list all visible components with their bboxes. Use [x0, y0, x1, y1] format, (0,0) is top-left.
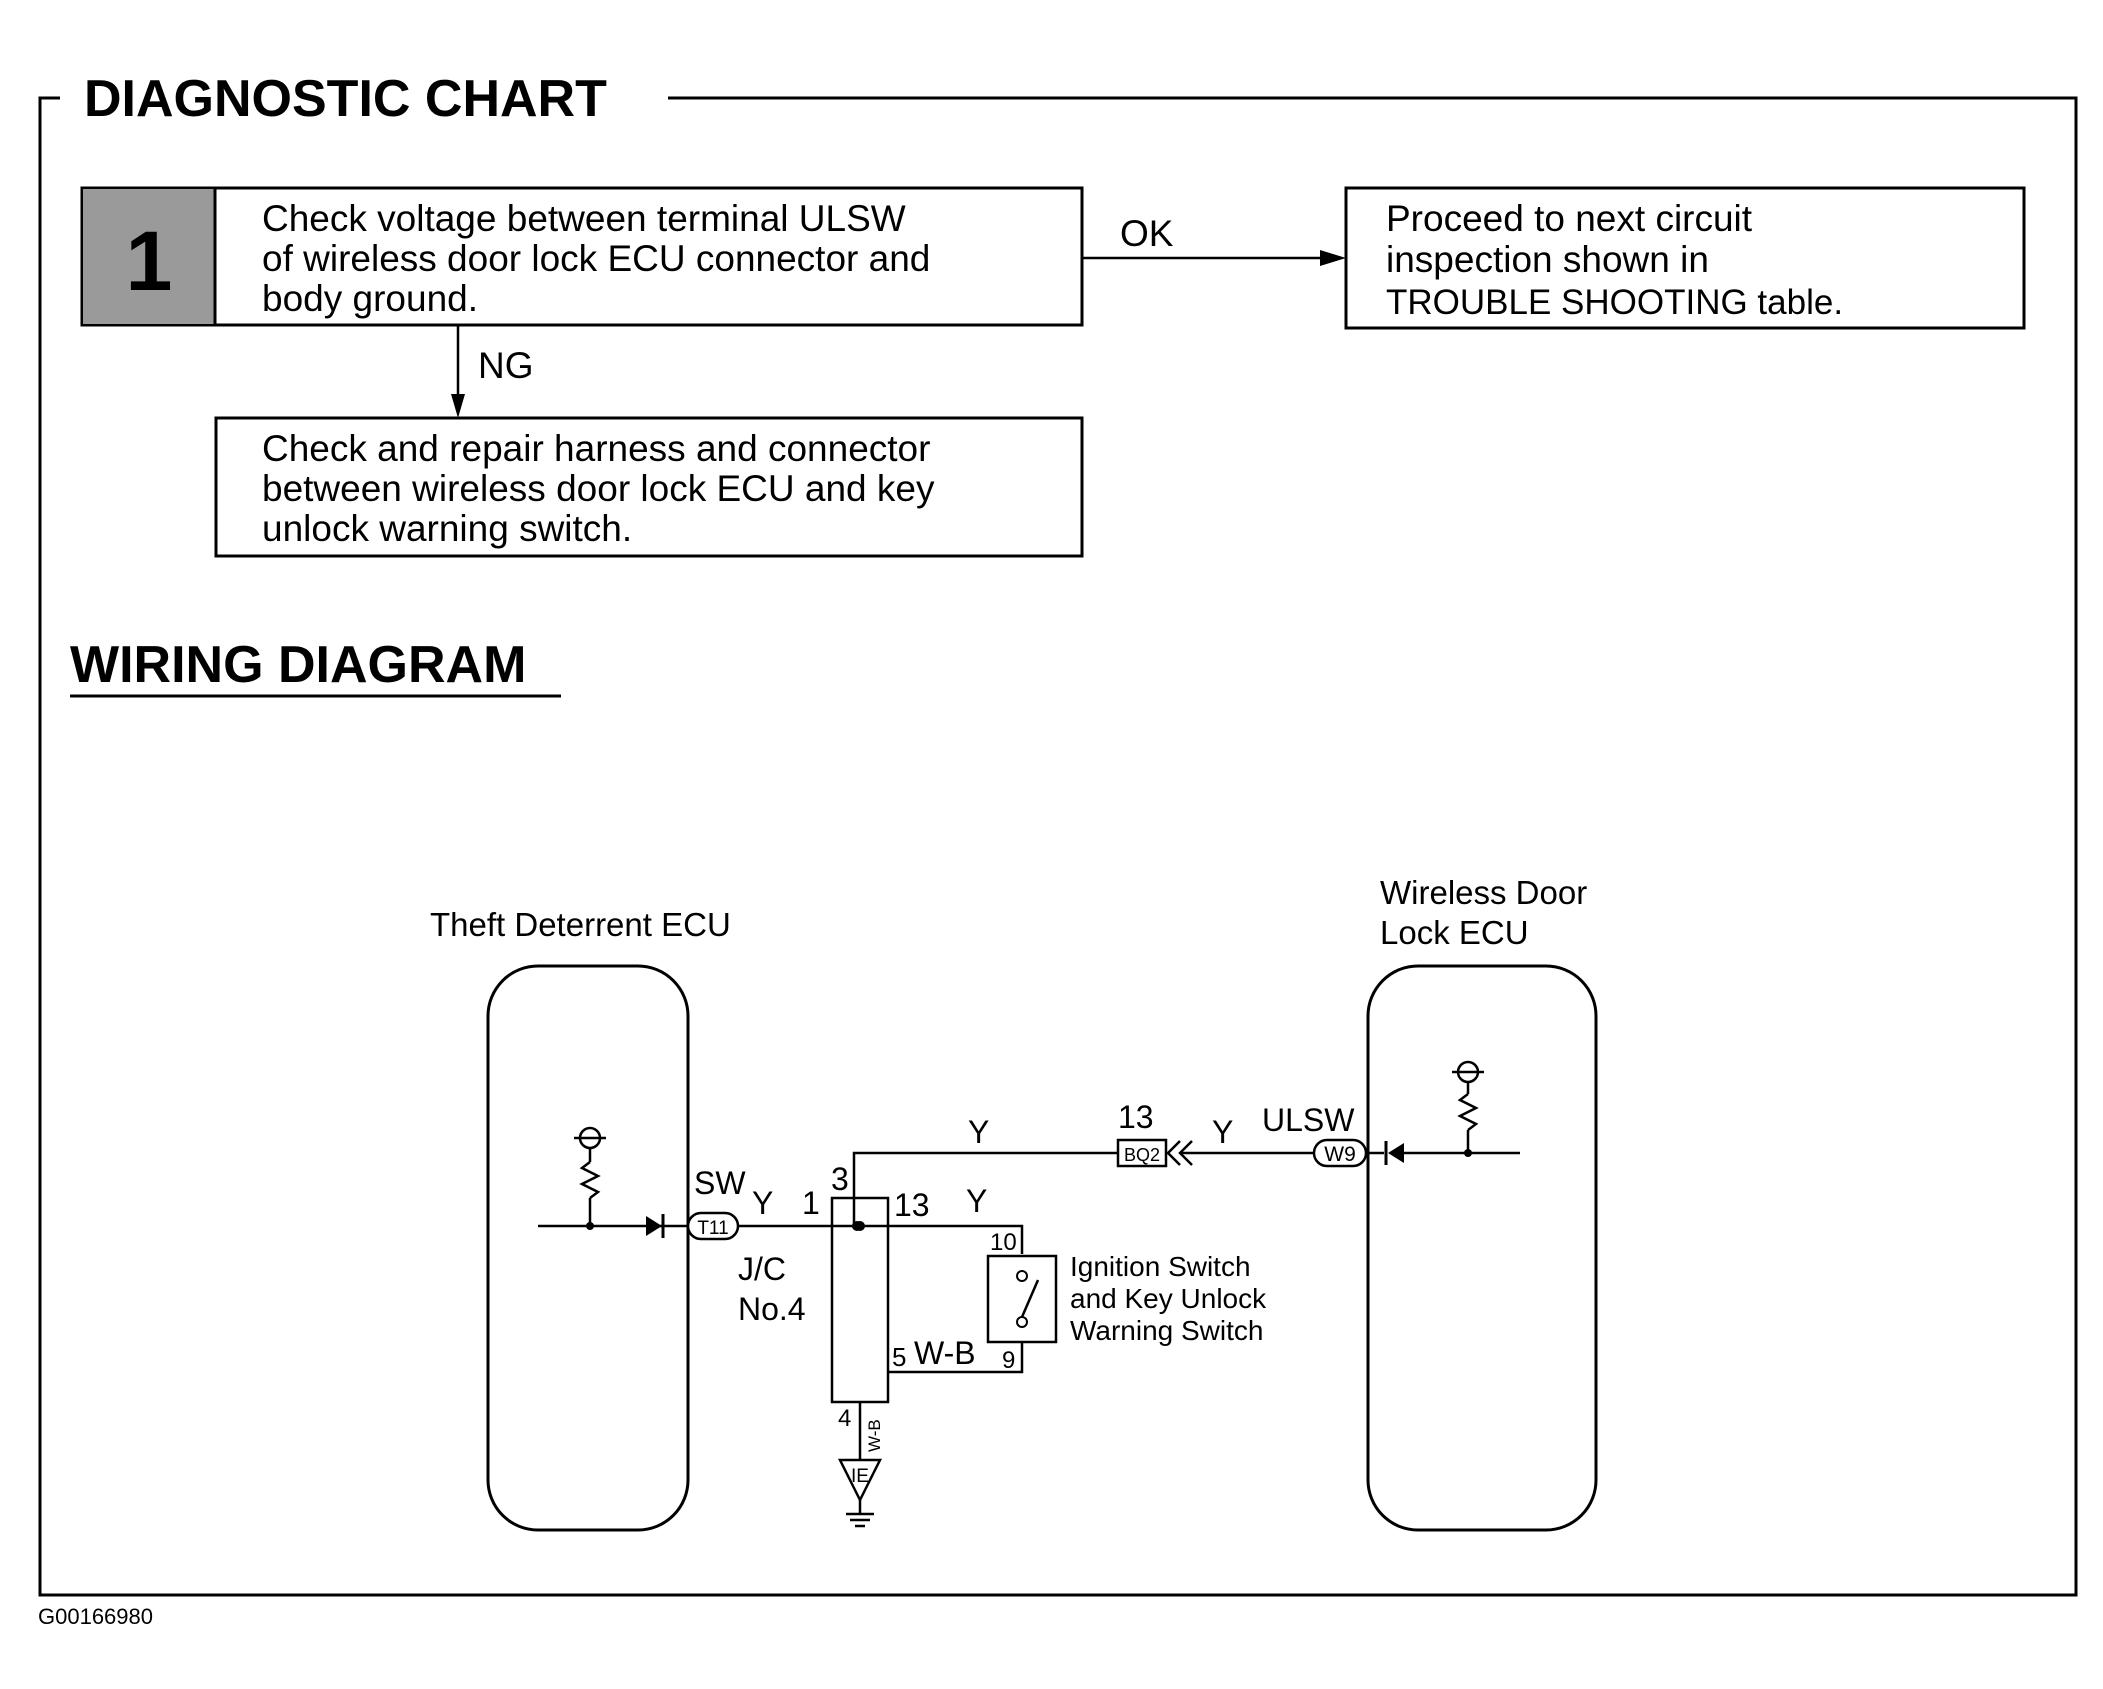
ng-result-box: Check and repair harness and connector b… [214, 416, 1084, 558]
ng-arrow [451, 325, 465, 418]
switch-pin-9: 9 [1002, 1347, 1015, 1374]
wire-jc-to-bq2 [852, 1151, 1118, 1196]
figure-id: G00166980 [38, 1604, 153, 1629]
ignition-key-unlock-switch [986, 1254, 1058, 1344]
theft-deterrent-ecu [486, 964, 690, 1532]
switch-pin-10: 10 [990, 1229, 1017, 1256]
bq2-chevron-icon-1 [1166, 1140, 1181, 1166]
wireless-ecu-internal-circuit [1366, 1060, 1520, 1155]
diagnostic-chart-title: DIAGNOSTIC CHART [84, 70, 607, 128]
outer-frame [38, 96, 2078, 1597]
wire-color-y-1: Y [752, 1185, 773, 1221]
switch-label-line-1: Ignition Switch [1070, 1251, 1251, 1282]
ng-result-line-1: Check and repair harness and connector [262, 428, 930, 469]
jc-label-line-1: J/C [738, 1251, 786, 1287]
theft-ecu-internal-circuit [538, 1126, 690, 1228]
wire-color-y-3: Y [1212, 1114, 1233, 1150]
switch-label-line-2: and Key Unlock [1070, 1283, 1267, 1314]
ground-point-ie-label: IE [851, 1466, 869, 1487]
wire-jc13-to-switch-10 [888, 1224, 1024, 1254]
ok-label: OK [1120, 213, 1174, 254]
step-number: 1 [126, 214, 173, 308]
step-number-shade [83, 189, 215, 324]
jc-label-line-2: No.4 [738, 1291, 806, 1327]
jc-pin-13: 13 [894, 1187, 930, 1223]
jc-junction-dot-right [855, 1221, 865, 1231]
wire-color-y-2: Y [968, 1114, 989, 1150]
theft-ecu-label: Theft Deterrent ECU [430, 906, 731, 943]
jc-pin-4: 4 [838, 1405, 851, 1432]
step-text-line-1: Check voltage between terminal ULSW [262, 198, 906, 239]
ground-point-ie: IE [837, 1458, 883, 1503]
theft-ecu-diode-icon [646, 1214, 665, 1238]
jc-pin-1: 1 [802, 1185, 820, 1221]
connector-bq2-label: BQ2 [1124, 1145, 1160, 1165]
switch-label-line-3: Warning Switch [1070, 1315, 1263, 1346]
wireless-ecu-diode-icon [1384, 1141, 1404, 1165]
wireless-ecu-label-line-2: Lock ECU [1380, 914, 1529, 951]
jc-pin-3: 3 [831, 1161, 849, 1197]
wireless-ecu-resistor-icon [1457, 1093, 1479, 1131]
wireless-ecu-label-line-1: Wireless Door [1380, 874, 1587, 911]
connector-t11: T11 [686, 1211, 740, 1241]
junction-connector-no4 [830, 1196, 890, 1404]
ok-arrow [1082, 250, 1346, 266]
theft-ecu-resistor-icon [579, 1161, 601, 1199]
ok-result-line-3: TROUBLE SHOOTING table. [1386, 283, 1843, 322]
ground-icon [846, 1500, 874, 1528]
terminal-ulsw-label: ULSW [1262, 1102, 1355, 1138]
connector-w9: W9 [1312, 1138, 1368, 1168]
terminal-sw-label: SW [694, 1165, 746, 1201]
connector-w9-label: W9 [1324, 1143, 1356, 1166]
step-text-line-2: of wireless door lock ECU connector and [262, 238, 930, 279]
wire-color-y-4: Y [966, 1183, 987, 1219]
ok-result-line-2: inspection shown in [1386, 239, 1709, 280]
wire-switch-9-to-jc5 [888, 1342, 1024, 1374]
ng-label: NG [478, 345, 534, 386]
connector-t11-label: T11 [697, 1218, 728, 1239]
wire-color-wb-2: W-B [865, 1419, 884, 1452]
wiring-diagram-title: WIRING DIAGRAM [70, 636, 526, 694]
wire-color-wb-1: W-B [914, 1335, 976, 1371]
ng-result-line-2: between wireless door lock ECU and key [262, 468, 935, 509]
ok-result-box: Proceed to next circuit inspection shown… [1344, 186, 2026, 330]
wireless-door-lock-ecu [1366, 964, 1598, 1532]
theft-ecu-junction-dot [586, 1222, 594, 1230]
ok-result-line-1: Proceed to next circuit [1386, 198, 1753, 239]
wireless-ecu-junction-dot [1464, 1149, 1472, 1157]
step-text-line-3: body ground. [262, 278, 478, 319]
step-1-box: 1 Check voltage between terminal ULSW of… [80, 186, 1084, 327]
bq2-pin-13: 13 [1118, 1099, 1154, 1135]
switch-contact-icon [1020, 1279, 1040, 1318]
jc-pin-5: 5 [892, 1342, 906, 1372]
ng-result-line-3: unlock warning switch. [262, 508, 632, 549]
connector-bq2: BQ2 [1116, 1138, 1168, 1168]
